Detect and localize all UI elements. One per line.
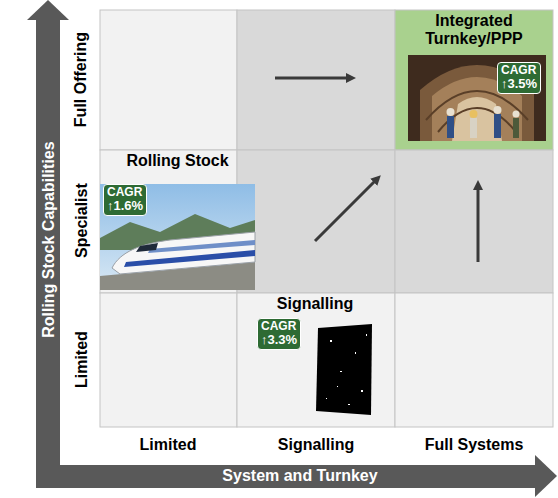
vertical-axis-band [36, 18, 60, 488]
segment-region: Integrated Turnkey/PPP CAGR↑3.5% [395, 10, 553, 147]
grid-cell [100, 293, 237, 427]
migration-arrow [275, 77, 352, 80]
photo-specks [326, 334, 367, 405]
photo-sky [100, 184, 255, 290]
vertical-axis-head [27, 0, 69, 20]
growth-rate: ↑1.6% [107, 199, 143, 213]
badge-label: CAGR [261, 320, 297, 333]
cagr-badge: CAGR↑3.5% [497, 62, 541, 94]
horizontal-axis-head [535, 455, 557, 497]
segment-title: Signalling [240, 293, 390, 313]
column-label: Signalling [278, 435, 354, 454]
segment-title: Rolling Stock [103, 150, 253, 170]
signalling-photo [316, 324, 372, 415]
column-label: Limited [140, 435, 197, 454]
photo-dark [316, 324, 372, 415]
axis-arrows [27, 0, 557, 497]
grid-cell [395, 150, 553, 293]
axis-title: System and Turnkey [222, 466, 377, 485]
segment-title: Integrated Turnkey/PPP [412, 10, 537, 49]
train-photo [100, 184, 255, 290]
cagr-badge: CAGR↑1.6% [103, 184, 147, 216]
grid-cell [395, 293, 553, 427]
cagr-badge: CAGR↑3.3% [257, 318, 301, 350]
migration-arrow [477, 184, 480, 262]
train-cab-window [136, 243, 158, 252]
train-stripe [124, 250, 255, 267]
grid-cell [395, 10, 553, 150]
row-label: Full Offering [71, 32, 90, 127]
photo-ground [408, 55, 546, 141]
tunnel-light [452, 97, 502, 141]
segment-region: Rolling StockCAGR↑1.6% [100, 150, 255, 292]
migration-arrow [315, 178, 378, 241]
row-label: Specialist [71, 184, 90, 259]
tunnel-photo [408, 55, 546, 141]
horizontal-axis-band [36, 465, 536, 488]
train-body [112, 232, 255, 274]
growth-rate: ↑3.5% [501, 77, 537, 91]
grid-cell [100, 10, 237, 150]
row-label: Limited [71, 332, 90, 389]
badge-label: CAGR [107, 186, 143, 199]
grid-cell [237, 150, 395, 293]
matrix-grid [100, 10, 553, 427]
badge-label: CAGR [501, 64, 537, 77]
grid-cell [237, 293, 395, 427]
workers [447, 106, 520, 138]
column-label: Full Systems [425, 435, 524, 454]
train-windows [148, 240, 255, 253]
grid-cell [237, 10, 395, 150]
segment-region: SignallingCAGR↑3.3% [237, 293, 393, 427]
growth-rate: ↑3.3% [261, 333, 297, 347]
axis-title: Rolling Stock Capabilities [38, 142, 57, 338]
